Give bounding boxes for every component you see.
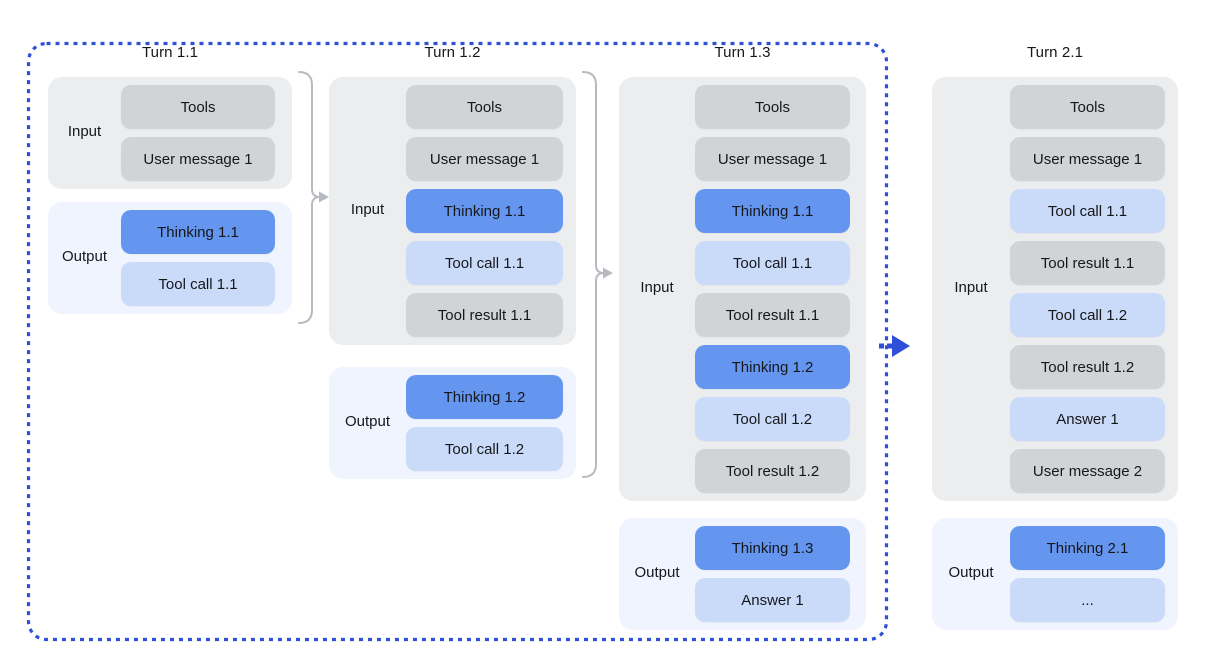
block-tool-call-1-1: Tool call 1.1 bbox=[695, 241, 850, 285]
block-answer-1: Answer 1 bbox=[1010, 397, 1165, 441]
block-user-message-2: User message 2 bbox=[1010, 449, 1165, 493]
turn-column-1-1: Turn 1.1 Input Tools User message 1 Outp… bbox=[48, 0, 292, 664]
block-tools: Tools bbox=[1010, 85, 1165, 129]
block-tool-result-1-1: Tool result 1.1 bbox=[406, 293, 563, 337]
block-ellipsis: ... bbox=[1010, 578, 1165, 622]
brace-arrow-right-icon bbox=[582, 71, 613, 478]
turn-column-1-3: Turn 1.3 Input Tools User message 1 Thin… bbox=[619, 0, 866, 664]
block-thinking-1-1: Thinking 1.1 bbox=[695, 189, 850, 233]
turn-column-2-1: Turn 2.1 Input Tools User message 1 Tool… bbox=[932, 0, 1178, 664]
turn-title: Turn 1.3 bbox=[714, 44, 771, 61]
input-label: Input bbox=[640, 279, 674, 296]
output-label: Output bbox=[948, 564, 994, 581]
input-label: Input bbox=[67, 123, 102, 140]
block-user-message-1: User message 1 bbox=[121, 137, 275, 181]
block-thinking-1-1: Thinking 1.1 bbox=[121, 210, 275, 254]
block-tool-result-1-1: Tool result 1.1 bbox=[1010, 241, 1165, 285]
block-tool-result-1-2: Tool result 1.2 bbox=[695, 449, 850, 493]
output-label: Output bbox=[634, 564, 680, 581]
block-answer-1: Answer 1 bbox=[695, 578, 850, 622]
block-tool-result-1-2: Tool result 1.2 bbox=[1010, 345, 1165, 389]
block-tools: Tools bbox=[121, 85, 275, 129]
block-tool-call-1-2: Tool call 1.2 bbox=[406, 427, 563, 471]
block-tool-call-1-1: Tool call 1.1 bbox=[121, 262, 275, 306]
turn-title: Turn 1.1 bbox=[141, 44, 199, 61]
arrow-right-icon bbox=[879, 335, 910, 357]
block-tool-call-1-2: Tool call 1.2 bbox=[695, 397, 850, 441]
block-tool-call-1-1: Tool call 1.1 bbox=[1010, 189, 1165, 233]
context-window-dotted-border bbox=[26, 41, 889, 642]
block-thinking-2-1: Thinking 2.1 bbox=[1010, 526, 1165, 570]
output-label: Output bbox=[344, 413, 391, 430]
block-user-message-1: User message 1 bbox=[695, 137, 850, 181]
block-tool-result-1-1: Tool result 1.1 bbox=[695, 293, 850, 337]
block-thinking-1-3: Thinking 1.3 bbox=[695, 526, 850, 570]
input-label: Input bbox=[350, 201, 385, 218]
block-user-message-1: User message 1 bbox=[1010, 137, 1165, 181]
block-tools: Tools bbox=[695, 85, 850, 129]
turn-title: Turn 2.1 bbox=[1026, 44, 1084, 61]
block-thinking-1-2: Thinking 1.2 bbox=[695, 345, 850, 389]
turn-title: Turn 1.2 bbox=[424, 44, 481, 61]
block-tool-call-1-1: Tool call 1.1 bbox=[406, 241, 563, 285]
block-user-message-1: User message 1 bbox=[406, 137, 563, 181]
block-thinking-1-1: Thinking 1.1 bbox=[406, 189, 563, 233]
block-tool-call-1-2: Tool call 1.2 bbox=[1010, 293, 1165, 337]
output-label: Output bbox=[61, 248, 108, 265]
turn-column-1-2: Turn 1.2 Input Tools User message 1 Thin… bbox=[329, 0, 576, 664]
block-tools: Tools bbox=[406, 85, 563, 129]
block-thinking-1-2: Thinking 1.2 bbox=[406, 375, 563, 419]
brace-arrow-right-icon bbox=[298, 71, 329, 324]
input-label: Input bbox=[954, 279, 988, 296]
